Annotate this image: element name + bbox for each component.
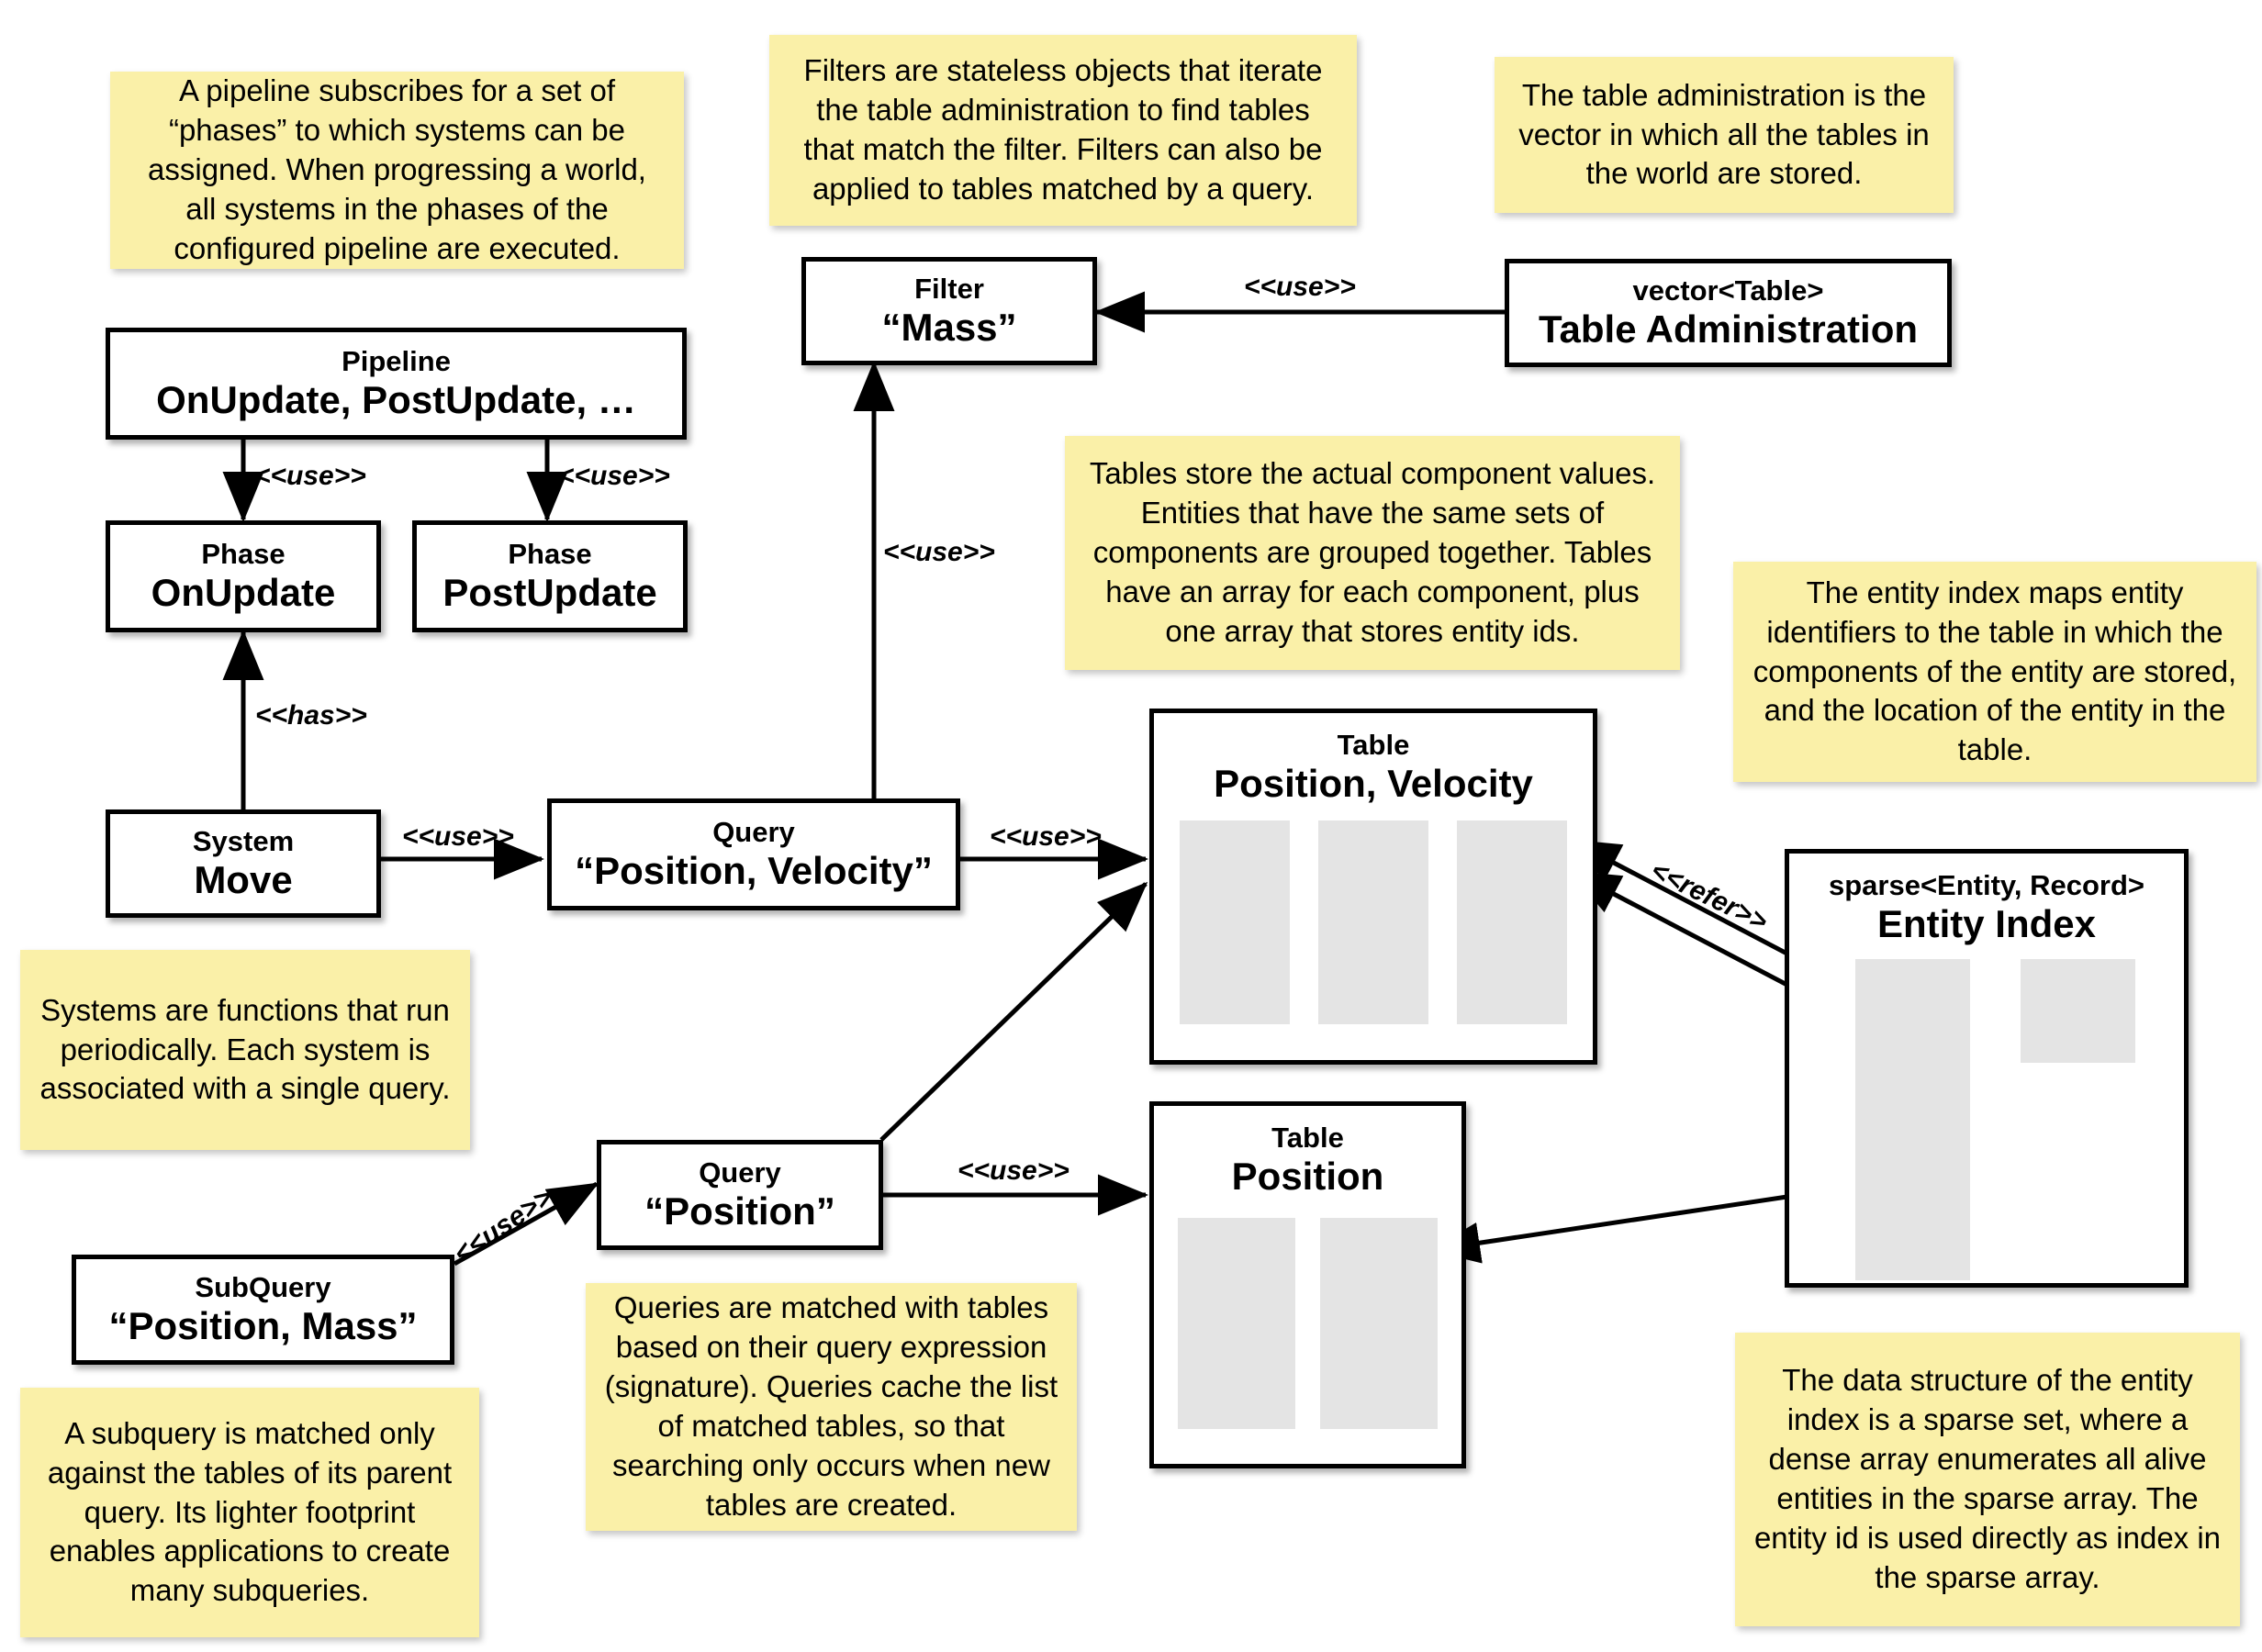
uml-box-entity-index[interactable]: sparse<Entity, Record> Entity Index — [1785, 849, 2189, 1288]
uml-name: “Mass” — [881, 305, 1017, 349]
table-column-bar — [1320, 1218, 1438, 1429]
note-text: The data structure of the entity index i… — [1753, 1363, 2222, 1594]
edge-label-pipeline-postupdate: <<use>> — [558, 461, 670, 491]
edge-label-subquery-query: <<use>> — [448, 1181, 558, 1270]
note-text: A pipeline subscribes for a set of “phas… — [148, 73, 646, 265]
note-tables: Tables store the actual component values… — [1065, 436, 1680, 670]
uml-box-phase-postupdate[interactable]: Phase PostUpdate — [412, 520, 688, 632]
table-column-group — [1180, 820, 1567, 1024]
uml-box-query-position[interactable]: Query “Position” — [597, 1140, 883, 1250]
edge-label-query-filter: <<use>> — [883, 537, 995, 567]
connector-querypos-tableposvel — [879, 881, 1148, 1142]
dense-array-bar — [2021, 959, 2135, 1063]
note-sparse-set: The data structure of the entity index i… — [1735, 1333, 2240, 1626]
uml-box-table-position-velocity[interactable]: Table Position, Velocity — [1149, 709, 1597, 1065]
note-systems: Systems are functions that run periodica… — [20, 950, 470, 1150]
edge-label-query-tableposvel: <<use>> — [990, 821, 1102, 852]
uml-stereotype: Phase — [201, 537, 286, 570]
note-text: Tables store the actual component values… — [1089, 456, 1656, 648]
uml-name: Position, Velocity — [1214, 762, 1533, 806]
uml-box-table-administration[interactable]: vector<Table> Table Administration — [1505, 259, 1952, 367]
table-column-group — [1178, 1218, 1438, 1429]
uml-name: “Position” — [644, 1189, 835, 1233]
uml-stereotype: Table — [1337, 729, 1410, 761]
uml-stereotype: sparse<Entity, Record> — [1828, 869, 2144, 901]
note-filter: Filters are stateless objects that itera… — [769, 35, 1357, 226]
uml-stereotype: vector<Table> — [1632, 273, 1824, 307]
note-text: The table administration is the vector i… — [1518, 77, 1930, 191]
note-table-admin: The table administration is the vector i… — [1495, 57, 1954, 213]
uml-name: Table Administration — [1538, 307, 1919, 351]
uml-box-query-position-velocity[interactable]: Query “Position, Velocity” — [547, 798, 960, 910]
uml-stereotype: Query — [699, 1155, 781, 1189]
edge-label-querypos-tablepos: <<use>> — [957, 1155, 1069, 1186]
uml-name: Position — [1231, 1155, 1384, 1199]
note-text: A subquery is matched only against the t… — [47, 1415, 453, 1608]
table-column-bar — [1180, 820, 1290, 1024]
uml-name: “Position, Velocity” — [575, 848, 933, 892]
table-column-bar — [1457, 820, 1567, 1024]
table-column-bar — [1178, 1218, 1295, 1429]
uml-stereotype: Query — [712, 815, 795, 848]
uml-box-phase-onupdate[interactable]: Phase OnUpdate — [106, 520, 381, 632]
uml-box-system-move[interactable]: System Move — [106, 809, 381, 918]
note-text: The entity index maps entity identifiers… — [1752, 575, 2237, 767]
uml-box-pipeline[interactable]: Pipeline OnUpdate, PostUpdate, … — [106, 328, 687, 440]
uml-box-subquery-position-mass[interactable]: SubQuery “Position, Mass” — [72, 1255, 454, 1365]
uml-box-filter-mass[interactable]: Filter “Mass” — [801, 257, 1097, 365]
note-text: Filters are stateless objects that itera… — [803, 53, 1323, 206]
uml-name: OnUpdate, PostUpdate, … — [156, 377, 636, 421]
uml-stereotype: Filter — [914, 272, 984, 305]
uml-name: PostUpdate — [442, 570, 657, 614]
edge-label-pipeline-onupdate: <<use>> — [254, 461, 366, 491]
edge-label-index-table: <<refer>> — [1645, 854, 1773, 938]
sparse-array-bar — [1855, 959, 1970, 1280]
uml-stereotype: System — [192, 824, 295, 857]
uml-name: Entity Index — [1876, 902, 2097, 946]
uml-stereotype: Pipeline — [342, 344, 451, 377]
note-text: Queries are matched with tables based on… — [604, 1290, 1058, 1522]
table-column-bar — [1318, 820, 1428, 1024]
uml-name: Move — [194, 857, 293, 901]
edge-label-system-query: <<use>> — [402, 821, 514, 852]
uml-name: OnUpdate — [151, 570, 336, 614]
uml-name: “Position, Mass” — [108, 1303, 418, 1347]
uml-stereotype: Table — [1271, 1122, 1344, 1154]
uml-stereotype: SubQuery — [195, 1270, 331, 1303]
note-pipeline: A pipeline subscribes for a set of “phas… — [110, 72, 684, 269]
note-queries: Queries are matched with tables based on… — [586, 1283, 1077, 1531]
note-text: Systems are functions that run periodica… — [39, 992, 451, 1106]
edge-label-admin-filter: <<use>> — [1244, 272, 1356, 302]
uml-box-table-position[interactable]: Table Position — [1149, 1101, 1466, 1468]
note-subquery: A subquery is matched only against the t… — [20, 1388, 479, 1637]
edge-label-system-phase: <<has>> — [255, 700, 367, 731]
uml-stereotype: Phase — [508, 537, 592, 570]
note-entity-index: The entity index maps entity identifiers… — [1733, 562, 2256, 782]
